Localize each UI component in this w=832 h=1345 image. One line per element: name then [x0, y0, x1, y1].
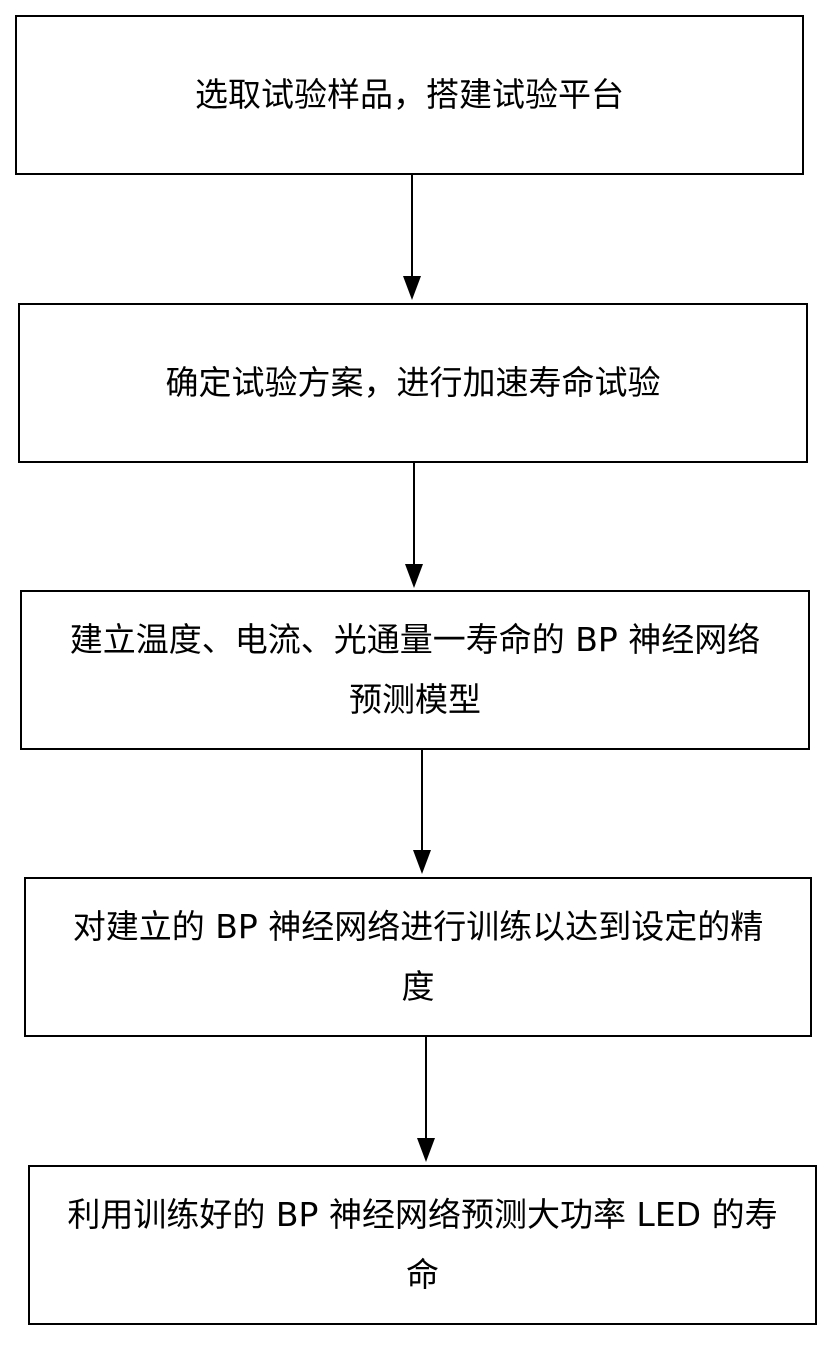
step-2-box: 确定试验方案，进行加速寿命试验 — [18, 303, 808, 463]
step-1-text: 选取试验样品，搭建试验平台 — [195, 75, 624, 114]
step-2-text: 确定试验方案，进行加速寿命试验 — [165, 363, 661, 402]
step-3-text: 建立温度、电流、光通量一寿命的 BP 神经网络预测模型 — [69, 620, 761, 719]
step-1-box: 选取试验样品，搭建试验平台 — [15, 15, 804, 175]
step-3-box: 建立温度、电流、光通量一寿命的 BP 神经网络预测模型 — [20, 590, 810, 750]
arrow-3-to-4 — [413, 750, 431, 874]
arrow-2-to-3 — [405, 463, 423, 588]
step-4-text: 对建立的 BP 神经网络进行训练以达到设定的精度 — [72, 907, 764, 1006]
step-4-box: 对建立的 BP 神经网络进行训练以达到设定的精度 — [24, 877, 812, 1037]
arrow-1-to-2 — [403, 175, 421, 300]
arrow-4-to-5 — [417, 1037, 435, 1162]
step-5-box: 利用训练好的 BP 神经网络预测大功率 LED 的寿命 — [28, 1165, 817, 1325]
step-5-text: 利用训练好的 BP 神经网络预测大功率 LED 的寿命 — [67, 1195, 778, 1294]
